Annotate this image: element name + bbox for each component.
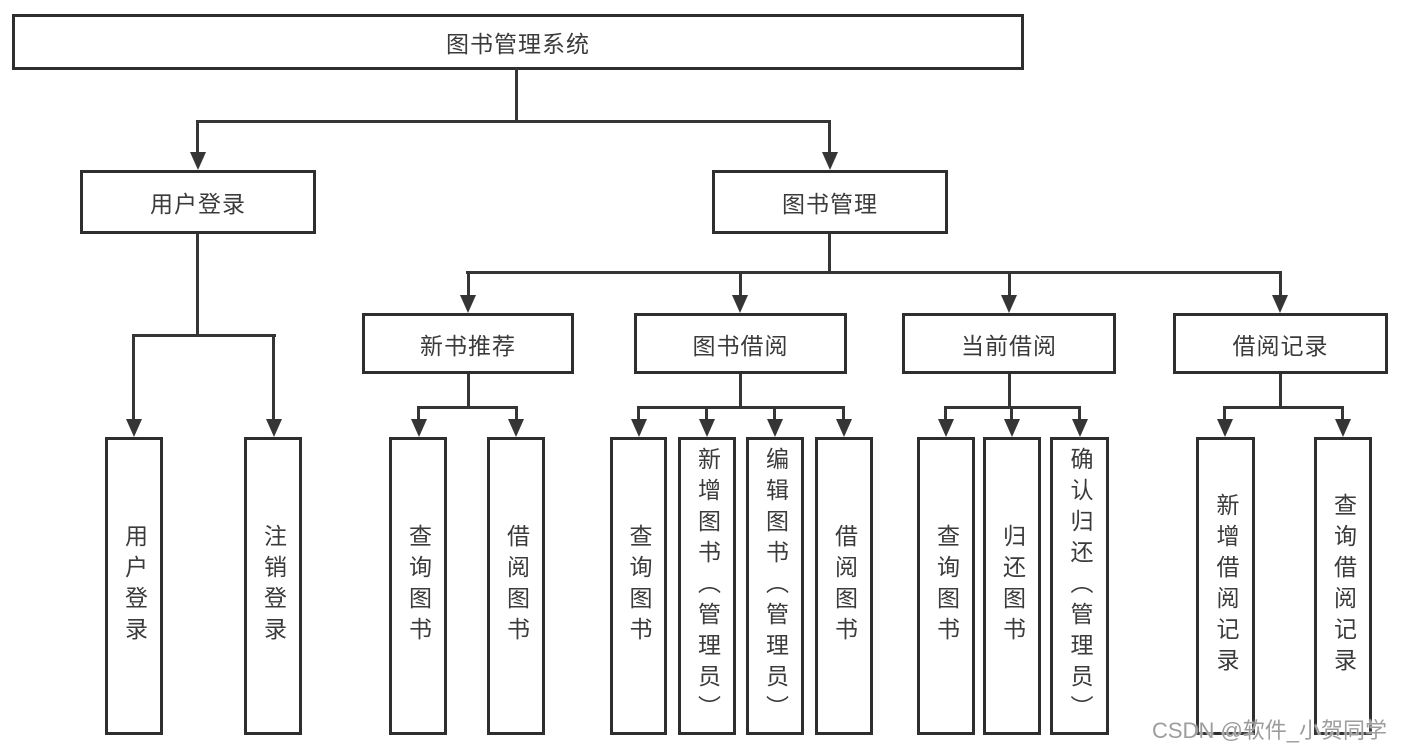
- arrow-down-icon: [266, 419, 282, 437]
- arrow-down-icon: [699, 419, 715, 437]
- connector-line: [1008, 271, 1011, 297]
- connector-line: [705, 406, 708, 421]
- connector-line: [196, 120, 831, 123]
- node-label: 图书借阅: [692, 332, 789, 359]
- leaf-borrow-books-borrowing: 借阅图书: [815, 437, 873, 735]
- connector-line: [1279, 271, 1282, 297]
- connector-line: [196, 234, 199, 337]
- connector-line: [467, 374, 470, 409]
- node-user-login: 用户登录: [80, 170, 316, 234]
- node-library-system: 图书管理系统: [12, 14, 1024, 70]
- leaf-label: 借阅图书: [831, 524, 858, 648]
- connector-line: [773, 406, 776, 421]
- connector-line: [467, 271, 470, 297]
- leaf-confirm-return-admin: 确认归还（管理员）: [1050, 437, 1109, 735]
- arrow-down-icon: [460, 295, 476, 313]
- connector-line: [842, 406, 845, 421]
- connector-line: [1008, 374, 1011, 409]
- connector-line: [637, 406, 844, 409]
- connector-line: [944, 406, 947, 421]
- node-book-management: 图书管理: [712, 170, 948, 234]
- leaf-label: 查询图书: [405, 524, 432, 648]
- leaf-label: 编辑图书（管理员）: [762, 446, 789, 726]
- leaf-return-books: 归还图书: [983, 437, 1041, 735]
- arrow-down-icon: [938, 419, 954, 437]
- node-label: 用户登录: [150, 191, 246, 217]
- connector-line: [828, 120, 831, 154]
- connector-line: [828, 234, 831, 274]
- node-label: 新书推荐: [420, 332, 516, 359]
- leaf-logout: 注销登录: [244, 437, 302, 735]
- connector-line: [272, 334, 275, 421]
- node-borrowing-records: 借阅记录: [1173, 313, 1388, 374]
- leaf-label: 查询图书: [933, 524, 960, 648]
- leaf-label: 新增图书（管理员）: [694, 446, 721, 726]
- arrow-down-icon: [508, 419, 524, 437]
- leaf-label: 查询借阅记录: [1330, 493, 1357, 679]
- arrow-down-icon: [767, 419, 783, 437]
- connector-line: [132, 334, 135, 421]
- connector-line: [637, 406, 640, 421]
- connector-line: [1010, 406, 1013, 421]
- connector-line: [1078, 406, 1081, 421]
- arrow-down-icon: [631, 419, 647, 437]
- arrow-down-icon: [1004, 419, 1020, 437]
- leaf-borrow-books-recommend: 借阅图书: [487, 437, 545, 735]
- leaf-label: 新增借阅记录: [1213, 493, 1239, 679]
- arrow-down-icon: [1072, 419, 1088, 437]
- connector-line: [417, 406, 518, 409]
- leaf-label: 注销登录: [260, 524, 287, 648]
- connector-line: [739, 374, 742, 409]
- connector-line: [515, 68, 518, 123]
- connector-line: [1223, 406, 1226, 421]
- connector-line: [515, 406, 518, 421]
- node-label: 借阅记录: [1232, 332, 1329, 359]
- node-current-borrowing: 当前借阅: [902, 313, 1116, 374]
- node-new-book-recommendation: 新书推荐: [362, 313, 574, 374]
- leaf-query-borrow-record: 查询借阅记录: [1314, 437, 1372, 735]
- leaf-label: 查询图书: [626, 524, 652, 648]
- leaf-edit-book-admin: 编辑图书（管理员）: [746, 437, 804, 735]
- leaf-query-books-recommend: 查询图书: [389, 437, 447, 735]
- arrow-down-icon: [411, 419, 427, 437]
- leaf-label: 借阅图书: [503, 524, 530, 648]
- arrow-down-icon: [1272, 295, 1288, 313]
- node-label: 当前借阅: [961, 332, 1057, 359]
- arrow-down-icon: [1335, 419, 1351, 437]
- arrow-down-icon: [1001, 295, 1017, 313]
- connector-line: [1341, 406, 1344, 421]
- connector-line: [1279, 374, 1282, 409]
- leaf-label: 确认归还（管理员）: [1067, 446, 1093, 726]
- arrow-down-icon: [822, 152, 838, 170]
- leaf-label: 归还图书: [999, 524, 1026, 648]
- leaf-add-book-admin: 新增图书（管理员）: [678, 437, 736, 735]
- connector-line: [417, 406, 420, 421]
- connector-line: [1223, 406, 1343, 409]
- node-label: 图书管理: [782, 191, 878, 217]
- leaf-label: 用户登录: [121, 524, 148, 648]
- arrow-down-icon: [732, 295, 748, 313]
- node-label: 图书管理系统: [446, 31, 590, 57]
- connector-line: [132, 334, 276, 337]
- leaf-user-login: 用户登录: [105, 437, 163, 735]
- arrow-down-icon: [836, 419, 852, 437]
- leaf-query-books-borrowing: 查询图书: [610, 437, 667, 735]
- arrow-down-icon: [126, 419, 142, 437]
- node-book-borrowing: 图书借阅: [634, 313, 847, 374]
- connector-line: [466, 271, 1281, 274]
- csdn-watermark: CSDN @软件_小贺同学: [1152, 718, 1388, 743]
- connector-line: [739, 271, 742, 297]
- arrow-down-icon: [190, 152, 206, 170]
- leaf-add-borrow-record: 新增借阅记录: [1196, 437, 1255, 735]
- leaf-query-books-current: 查询图书: [917, 437, 975, 735]
- connector-line: [196, 120, 199, 154]
- arrow-down-icon: [1217, 419, 1233, 437]
